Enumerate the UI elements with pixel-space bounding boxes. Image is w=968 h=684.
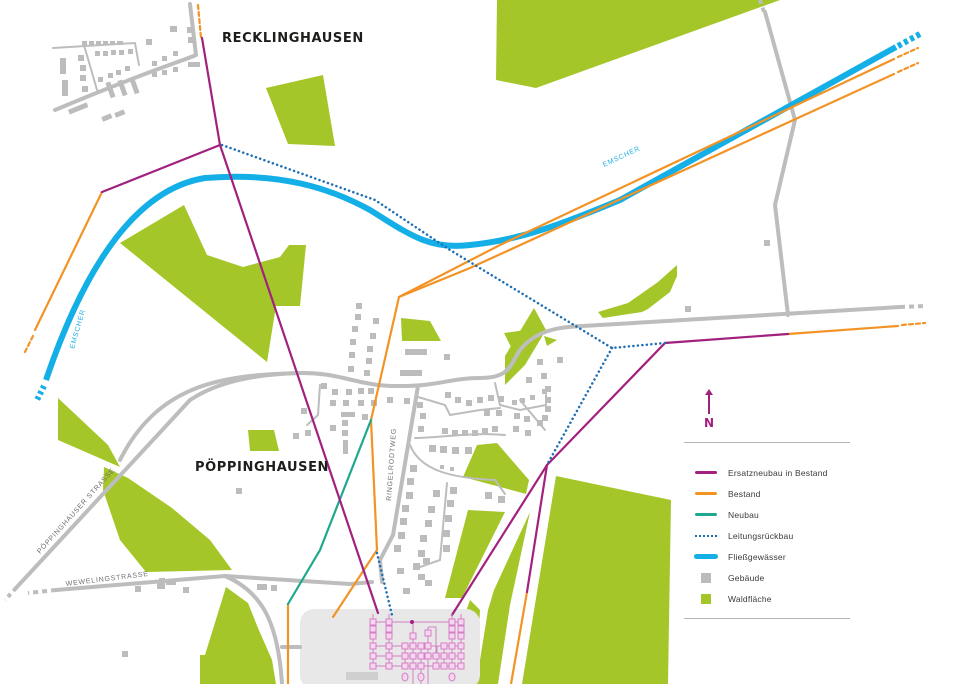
legend-forest-icon <box>701 593 711 604</box>
forest-poeppinghausen-small <box>248 430 279 451</box>
legend-line-magenta-icon <box>695 471 717 474</box>
legend-line-teal-icon <box>695 513 717 516</box>
legend-item-fliessgewaesser: Fließgewässer <box>684 546 850 567</box>
legend-river-icon <box>694 554 718 559</box>
river-label-emscher-east: EMSCHER <box>602 145 642 169</box>
lines-neubau <box>286 418 373 606</box>
legend-label: Leitungsrückbau <box>728 530 794 541</box>
legend-item-neubau: Neubau <box>684 504 850 525</box>
buildings <box>60 26 770 657</box>
forest-sw-bottom <box>200 587 276 684</box>
place-label-recklinghausen: RECKLINGHAUSEN <box>222 31 364 46</box>
minor-roads <box>52 41 547 568</box>
forest-center-small-3 <box>544 336 557 346</box>
legend-label: Fließgewässer <box>728 551 786 562</box>
legend-label: Gebäude <box>728 572 765 583</box>
street-label-ringelrodtweg: RINGELRODTWEG <box>386 428 398 501</box>
road-poeppinghauser-strasse <box>14 371 302 590</box>
legend-item-bestand: Bestand <box>684 483 850 504</box>
forest-areas <box>58 0 780 684</box>
legend-item-waldflaeche: Waldfläche <box>684 588 850 609</box>
legend-list: Ersatzneubau in Bestand Bestand Neubau L… <box>684 462 850 609</box>
forest-west-large <box>120 205 306 362</box>
legend-label: Ersatzneubau in Bestand <box>728 467 828 478</box>
road-north-east <box>763 10 797 317</box>
lines-leitungsrueckbau <box>220 143 667 617</box>
forest-east-strip <box>598 265 677 318</box>
forest-east-large <box>522 476 671 684</box>
legend-building-icon <box>701 572 711 583</box>
street-label-poeppinghauser-strasse: PÖPPINGHAUSER STRASSE <box>36 466 117 555</box>
forest-center-small-1 <box>401 318 441 341</box>
legend-item-gebaeude: Gebäude <box>684 567 850 588</box>
legend-line-orange-icon <box>695 492 717 495</box>
substation-building <box>346 672 378 680</box>
forest-sw-diagonal <box>58 398 120 467</box>
forest-north-top <box>496 0 780 88</box>
forest-southeast-strip <box>470 512 530 684</box>
legend-divider-top <box>684 442 850 443</box>
lines-bestand <box>23 3 927 684</box>
place-label-poeppinghausen: PÖPPINGHAUSEN <box>195 460 330 475</box>
legend-item-ersatzneubau: Ersatzneubau in Bestand <box>684 462 850 483</box>
forest-recklinghausen <box>266 75 335 146</box>
north-indicator: N <box>701 388 717 430</box>
legend-dotted-line-icon <box>695 534 717 537</box>
road-wewelingstrasse <box>54 574 374 592</box>
forest-ringelrodt-1 <box>463 443 529 494</box>
legend-label: Neubau <box>728 509 759 520</box>
dashed-roads <box>3 0 926 602</box>
roads <box>14 2 902 684</box>
north-arrow-icon <box>705 389 713 414</box>
road-recklinghausen <box>53 2 198 112</box>
legend-label: Bestand <box>728 488 761 499</box>
substation-schematic <box>369 614 465 684</box>
road-main <box>118 305 902 462</box>
switch-boxes <box>369 618 465 682</box>
legend-label: Waldfläche <box>728 593 772 604</box>
forest-ringelrodt-2 <box>445 510 505 598</box>
road-curve-sw <box>223 574 284 684</box>
forest-sw-large <box>103 467 232 572</box>
north-label: N <box>703 416 715 430</box>
lines-ersatzneubau <box>100 36 790 617</box>
legend-item-leitungsrueckbau: Leitungsrückbau <box>684 525 850 546</box>
legend-divider-bottom <box>684 618 850 619</box>
